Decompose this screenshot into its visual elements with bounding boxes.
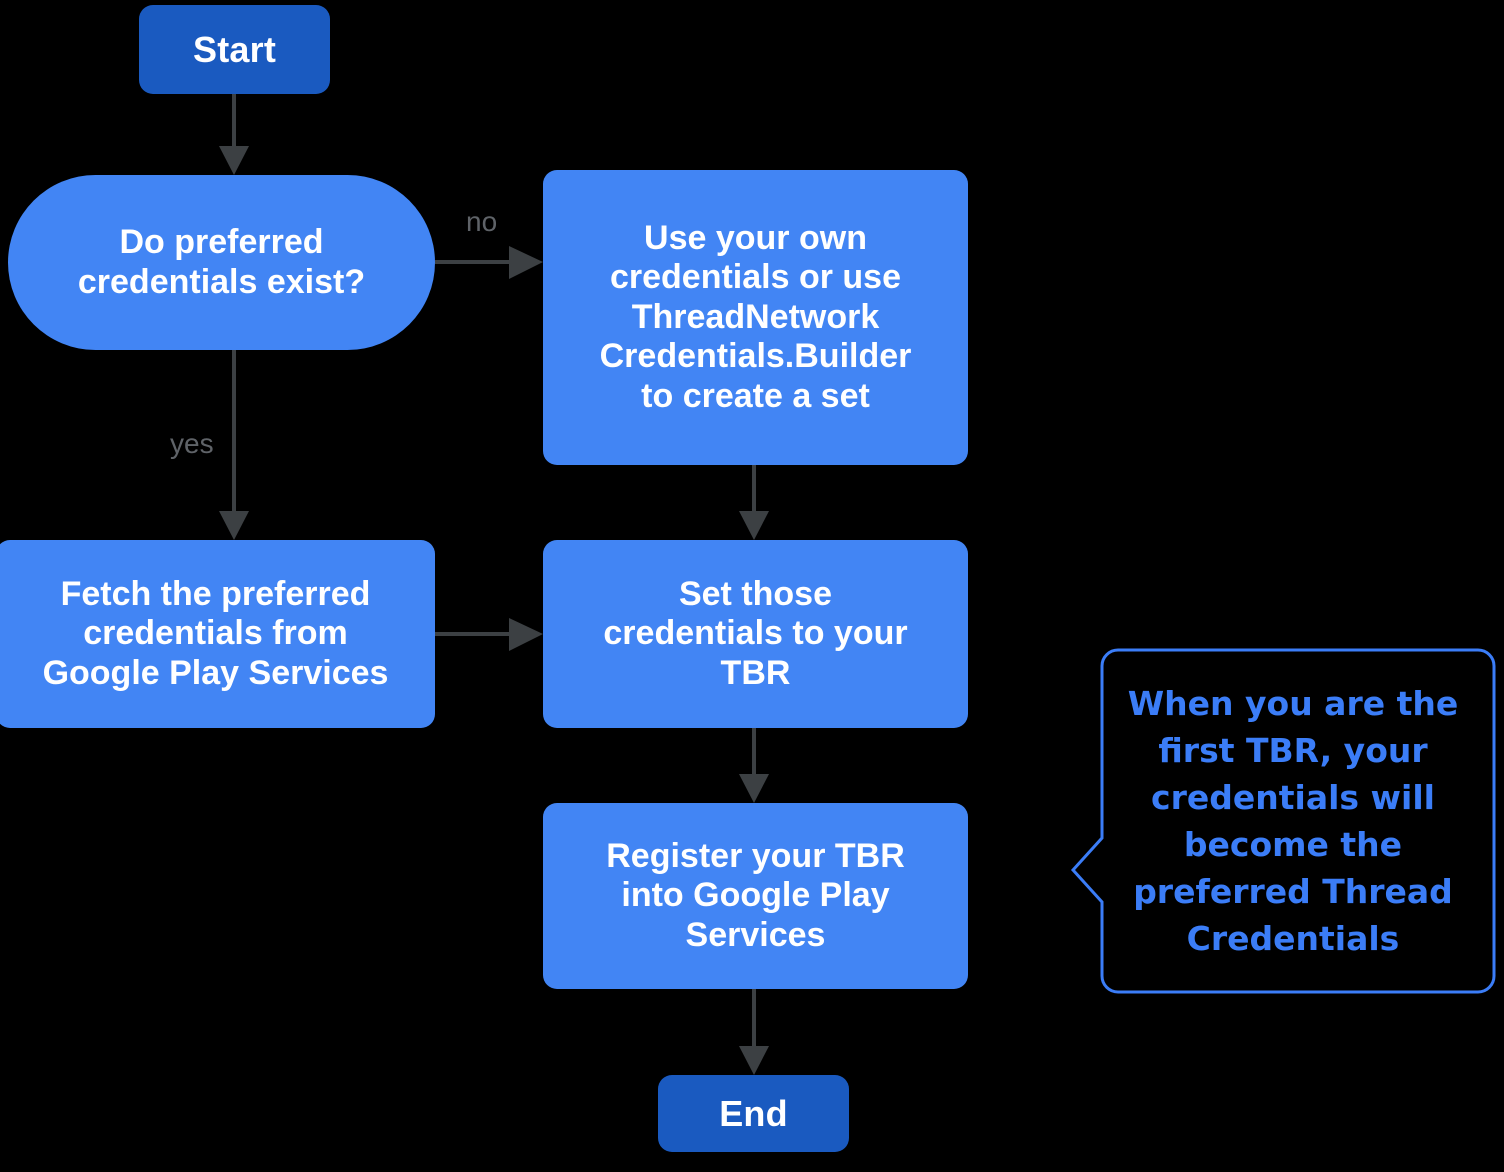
callout-bubble: When you are the first TBR, your credent… bbox=[1044, 648, 1496, 996]
node-fetch-preferred-credentials[interactable]: Fetch the preferred credentials from Goo… bbox=[0, 540, 435, 728]
edge-label-no: no bbox=[466, 206, 498, 237]
node-decision-preferred-credentials-exist[interactable]: Do preferred credentials exist? bbox=[8, 175, 435, 350]
node-set-credentials-to-tbr[interactable]: Set those credentials to your TBR bbox=[543, 540, 968, 728]
node-start[interactable]: Start bbox=[139, 5, 330, 94]
node-use-your-own-credentials[interactable]: Use your own credentials or use ThreadNe… bbox=[543, 170, 968, 465]
edge-label-yes: yes bbox=[170, 428, 214, 459]
node-end[interactable]: End bbox=[658, 1075, 849, 1152]
node-register-tbr-into-google-play-services[interactable]: Register your TBR into Google Play Servi… bbox=[543, 803, 968, 989]
callout-text: When you are the first TBR, your credent… bbox=[1127, 684, 1459, 958]
callout-outline bbox=[1070, 648, 1496, 994]
